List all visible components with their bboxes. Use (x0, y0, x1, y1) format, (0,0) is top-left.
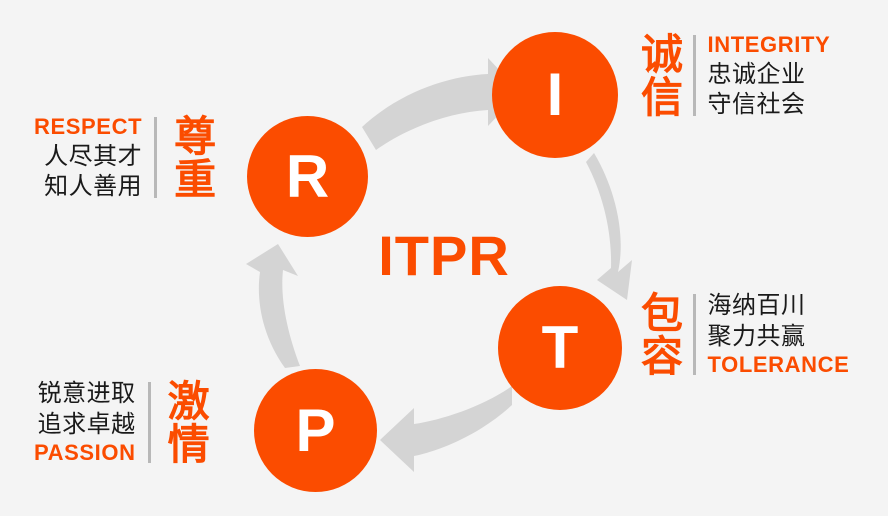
value-block-passion: 锐意进取 追求卓越 PASSION 激情 (34, 378, 211, 467)
passion-en-label: PASSION (34, 440, 136, 466)
node-letter-p: P (295, 396, 336, 464)
arrow-r-to-i-icon (362, 58, 520, 150)
respect-line-2: 知人善用 (44, 172, 143, 201)
tolerance-line-1: 海纳百川 (707, 291, 806, 319)
respect-divider (154, 117, 158, 198)
node-circle-t[interactable]: T (498, 286, 622, 410)
node-circle-p[interactable]: P (254, 369, 377, 492)
passion-divider (147, 382, 151, 463)
value-block-respect: RESPECT 人尽其才 知人善用 尊重 (34, 113, 217, 202)
tolerance-en-label: TOLERANCE (707, 352, 850, 378)
node-letter-t: T (541, 314, 579, 381)
node-circle-i[interactable]: I (492, 32, 618, 158)
tolerance-line-2: 聚力共赢 (707, 321, 806, 350)
passion-detail: 锐意进取 追求卓越 PASSION (34, 378, 136, 467)
node-letter-r: R (285, 142, 330, 210)
arrow-p-to-r-icon (246, 244, 300, 368)
integrity-line-1: 忠诚企业 (707, 59, 806, 88)
respect-detail: RESPECT 人尽其才 知人善用 (34, 113, 142, 202)
tolerance-detail: 海纳百川 聚力共赢 TOLERANCE (708, 290, 850, 379)
tolerance-divider (692, 294, 696, 375)
integrity-cn-title: 诚信 (634, 32, 684, 119)
node-circle-r[interactable]: R (247, 116, 368, 237)
arrow-t-to-p-icon (380, 386, 512, 472)
center-wordmark: ITPR (378, 224, 510, 287)
value-block-tolerance: 包容 海纳百川 聚力共赢 TOLERANCE (634, 290, 850, 379)
respect-line-1: 人尽其才 (44, 141, 143, 170)
integrity-line-2: 守信社会 (707, 90, 806, 119)
passion-cn-title: 激情 (161, 379, 211, 466)
node-letter-i: I (546, 61, 564, 128)
passion-line-2: 追求卓越 (37, 409, 136, 438)
integrity-en-label: INTEGRITY (707, 32, 831, 57)
integrity-divider (692, 35, 696, 116)
passion-line-1: 锐意进取 (37, 379, 136, 407)
arrow-i-to-t-icon (586, 153, 632, 300)
value-block-integrity: 诚信 INTEGRITY 忠诚企业 守信社会 (634, 31, 831, 120)
respect-cn-title: 尊重 (167, 114, 217, 201)
tolerance-cn-title: 包容 (634, 291, 684, 378)
respect-en-label: RESPECT (34, 114, 143, 139)
integrity-detail: INTEGRITY 忠诚企业 守信社会 (708, 31, 831, 120)
